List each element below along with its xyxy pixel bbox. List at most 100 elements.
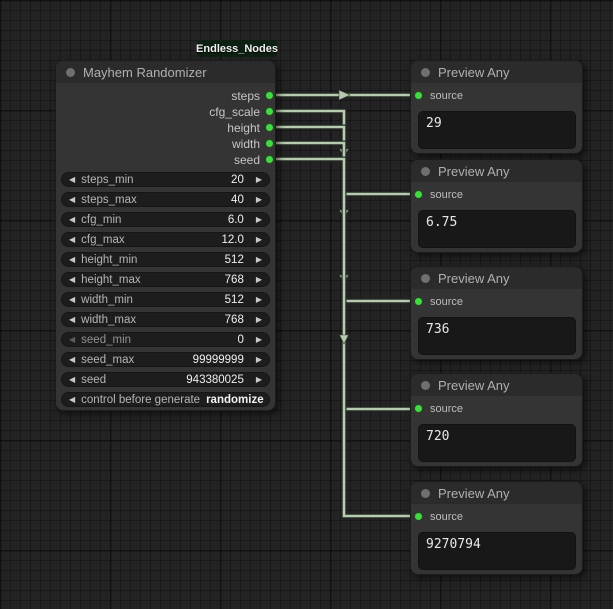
- node-preview-any-2[interactable]: Preview Any source 6.75: [410, 159, 583, 253]
- decrement-arrow-icon[interactable]: ◀: [69, 374, 76, 384]
- input-row-source: source: [411, 401, 582, 417]
- node-preview-any-5[interactable]: Preview Any source 9270794: [410, 481, 583, 575]
- widget-label: cfg_min: [81, 213, 122, 226]
- node-title: Mayhem Randomizer: [83, 64, 207, 80]
- widget-width-min[interactable]: ◀ width_min 512 ▶: [61, 292, 270, 307]
- node-mayhem-randomizer[interactable]: Mayhem Randomizer steps cfg_scale height…: [55, 60, 276, 411]
- widget-value[interactable]: 99999999: [192, 353, 244, 366]
- widget-value[interactable]: 512: [224, 293, 244, 306]
- preview-value-box[interactable]: 9270794: [418, 532, 576, 570]
- preview-value-box[interactable]: 736: [418, 317, 576, 355]
- widget-cfg-min[interactable]: ◀ cfg_min 6.0 ▶: [61, 212, 270, 227]
- decrement-arrow-icon[interactable]: ◀: [69, 314, 76, 324]
- output-label: width: [231, 137, 260, 151]
- decrement-arrow-icon[interactable]: ◀: [69, 194, 76, 204]
- preview-value-box[interactable]: 29: [418, 111, 576, 149]
- node-title: Preview Any: [438, 377, 510, 393]
- widget-value[interactable]: 12.0: [221, 233, 244, 246]
- decrement-arrow-icon[interactable]: ◀: [69, 214, 76, 224]
- input-label: source: [430, 511, 464, 523]
- decrement-arrow-icon[interactable]: ◀: [69, 254, 76, 264]
- node-title-bar[interactable]: Preview Any: [411, 160, 582, 182]
- widget-label: seed: [81, 373, 107, 386]
- widget-cfg-max[interactable]: ◀ cfg_max 12.0 ▶: [61, 232, 270, 247]
- output-row-height: height: [56, 120, 275, 136]
- output-row-steps: steps: [56, 88, 275, 104]
- input-row-source: source: [411, 294, 582, 310]
- input-slot-icon[interactable]: [414, 297, 423, 306]
- increment-arrow-icon[interactable]: ▶: [255, 294, 262, 304]
- decrement-arrow-icon[interactable]: ◀: [69, 174, 76, 184]
- increment-arrow-icon[interactable]: ▶: [255, 334, 262, 344]
- output-row-width: width: [56, 136, 275, 152]
- collapse-dot-icon[interactable]: [421, 67, 430, 77]
- increment-arrow-icon[interactable]: ▶: [255, 194, 262, 204]
- increment-arrow-icon[interactable]: ▶: [255, 354, 262, 364]
- widget-width-max[interactable]: ◀ width_max 768 ▶: [61, 312, 270, 327]
- increment-arrow-icon[interactable]: ▶: [255, 274, 262, 284]
- widget-value[interactable]: 20: [231, 173, 244, 186]
- output-slot-icon[interactable]: [265, 107, 274, 116]
- decrement-arrow-icon[interactable]: ◀: [69, 234, 76, 244]
- widget-value[interactable]: 768: [224, 313, 244, 326]
- output-label: height: [227, 121, 260, 135]
- widget-value[interactable]: 768: [224, 273, 244, 286]
- node-category-badge: Endless_Nodes: [196, 40, 278, 57]
- wire-steps: [276, 89, 416, 101]
- widget-list: ◀ steps_min 20 ▶ ◀ steps_max 40 ▶ ◀ cfg_…: [61, 172, 270, 410]
- collapse-dot-icon[interactable]: [66, 67, 75, 77]
- preview-value-box[interactable]: 720: [418, 424, 576, 462]
- collapse-dot-icon[interactable]: [421, 488, 430, 498]
- widget-value[interactable]: 6.0: [227, 213, 244, 226]
- widget-value[interactable]: 40: [231, 193, 244, 206]
- node-title-bar[interactable]: Preview Any: [411, 482, 582, 504]
- widget-seed[interactable]: ◀ seed 943380025 ▶: [61, 372, 270, 387]
- increment-arrow-icon[interactable]: ▶: [255, 174, 262, 184]
- node-title-bar[interactable]: Preview Any: [411, 374, 582, 396]
- increment-arrow-icon[interactable]: ▶: [255, 254, 262, 264]
- decrement-arrow-icon[interactable]: ◀: [69, 274, 76, 284]
- input-slot-icon[interactable]: [414, 91, 423, 100]
- output-slot-icon[interactable]: [265, 123, 274, 132]
- increment-arrow-icon[interactable]: ▶: [255, 214, 262, 224]
- increment-arrow-icon[interactable]: ▶: [255, 314, 262, 324]
- widget-label: steps_max: [81, 193, 137, 206]
- output-slot-icon[interactable]: [265, 155, 274, 164]
- widget-height-max[interactable]: ◀ height_max 768 ▶: [61, 272, 270, 287]
- node-preview-any-3[interactable]: Preview Any source 736: [410, 266, 583, 360]
- node-title-bar[interactable]: Preview Any: [411, 61, 582, 83]
- node-preview-any-1[interactable]: Preview Any source 29: [410, 60, 583, 154]
- node-title: Preview Any: [438, 64, 510, 80]
- widget-value[interactable]: 512: [224, 253, 244, 266]
- widget-height-min[interactable]: ◀ height_min 512 ▶: [61, 252, 270, 267]
- prev-option-arrow-icon[interactable]: ◀: [69, 394, 76, 404]
- input-slot-icon[interactable]: [414, 404, 423, 413]
- collapse-dot-icon[interactable]: [421, 380, 430, 390]
- preview-value-box[interactable]: 6.75: [418, 210, 576, 248]
- widget-seed-min[interactable]: ◀ seed_min 0 ▶: [61, 332, 270, 347]
- node-preview-any-4[interactable]: Preview Any source 720: [410, 373, 583, 467]
- widget-seed-max[interactable]: ◀ seed_max 99999999 ▶: [61, 352, 270, 367]
- widget-steps-max[interactable]: ◀ steps_max 40 ▶: [61, 192, 270, 207]
- decrement-arrow-icon[interactable]: ◀: [69, 354, 76, 364]
- output-row-cfg-scale: cfg_scale: [56, 104, 275, 120]
- output-slot-icon[interactable]: [265, 139, 274, 148]
- collapse-dot-icon[interactable]: [421, 166, 430, 176]
- node-title-bar[interactable]: Mayhem Randomizer: [56, 61, 275, 83]
- node-title-bar[interactable]: Preview Any: [411, 267, 582, 289]
- widget-value[interactable]: 943380025: [186, 373, 244, 386]
- collapse-dot-icon[interactable]: [421, 273, 430, 283]
- increment-arrow-icon[interactable]: ▶: [255, 234, 262, 244]
- widget-steps-min[interactable]: ◀ steps_min 20 ▶: [61, 172, 270, 187]
- widget-value[interactable]: randomize: [206, 393, 264, 406]
- widget-control-before-generate[interactable]: ◀ control before generate randomize ▶: [61, 392, 270, 407]
- decrement-arrow-icon[interactable]: ◀: [69, 334, 76, 344]
- widget-value[interactable]: 0: [237, 333, 244, 346]
- input-slot-icon[interactable]: [414, 190, 423, 199]
- output-slot-icon[interactable]: [265, 91, 274, 100]
- input-label: source: [430, 296, 464, 308]
- increment-arrow-icon[interactable]: ▶: [255, 374, 262, 384]
- decrement-arrow-icon[interactable]: ◀: [69, 294, 76, 304]
- input-slot-icon[interactable]: [414, 512, 423, 521]
